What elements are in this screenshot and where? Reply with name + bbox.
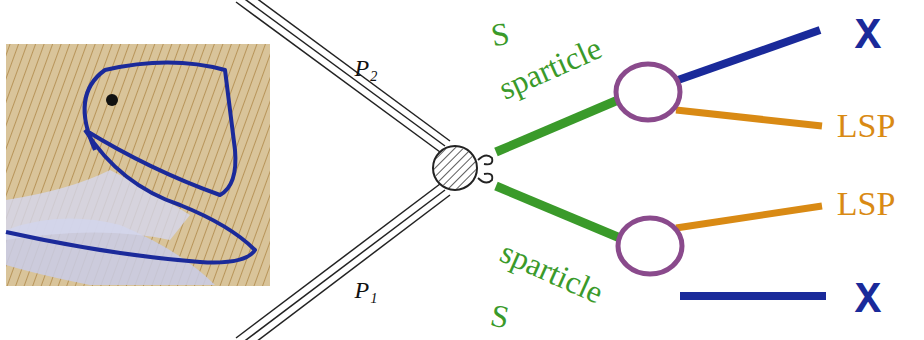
product-label: X [855,14,881,58]
particle-symbol: S [488,298,512,333]
product-label: LSP [837,187,896,221]
sparticle-line [496,100,618,152]
sparticle-line [496,186,620,238]
particle-name: sparticle [494,31,606,104]
x-line [680,292,826,300]
snake-sketch [6,44,270,286]
product-label: X [855,278,881,322]
momentum-label: P₂ [354,56,377,80]
decay-circle [616,64,680,120]
lsp-line [676,110,822,126]
product-label: LSP [837,109,896,143]
vertex-blob [433,146,477,190]
momentum-label: P₁ [354,278,377,302]
x-line [678,30,820,80]
proton-beams [236,0,450,340]
particle-name: sparticle [496,235,608,308]
decay-circle [618,218,682,274]
vertex-hatch [434,147,476,189]
particle-symbol: S [488,17,511,52]
vertex-curls [478,155,492,182]
lsp-line [676,206,822,228]
